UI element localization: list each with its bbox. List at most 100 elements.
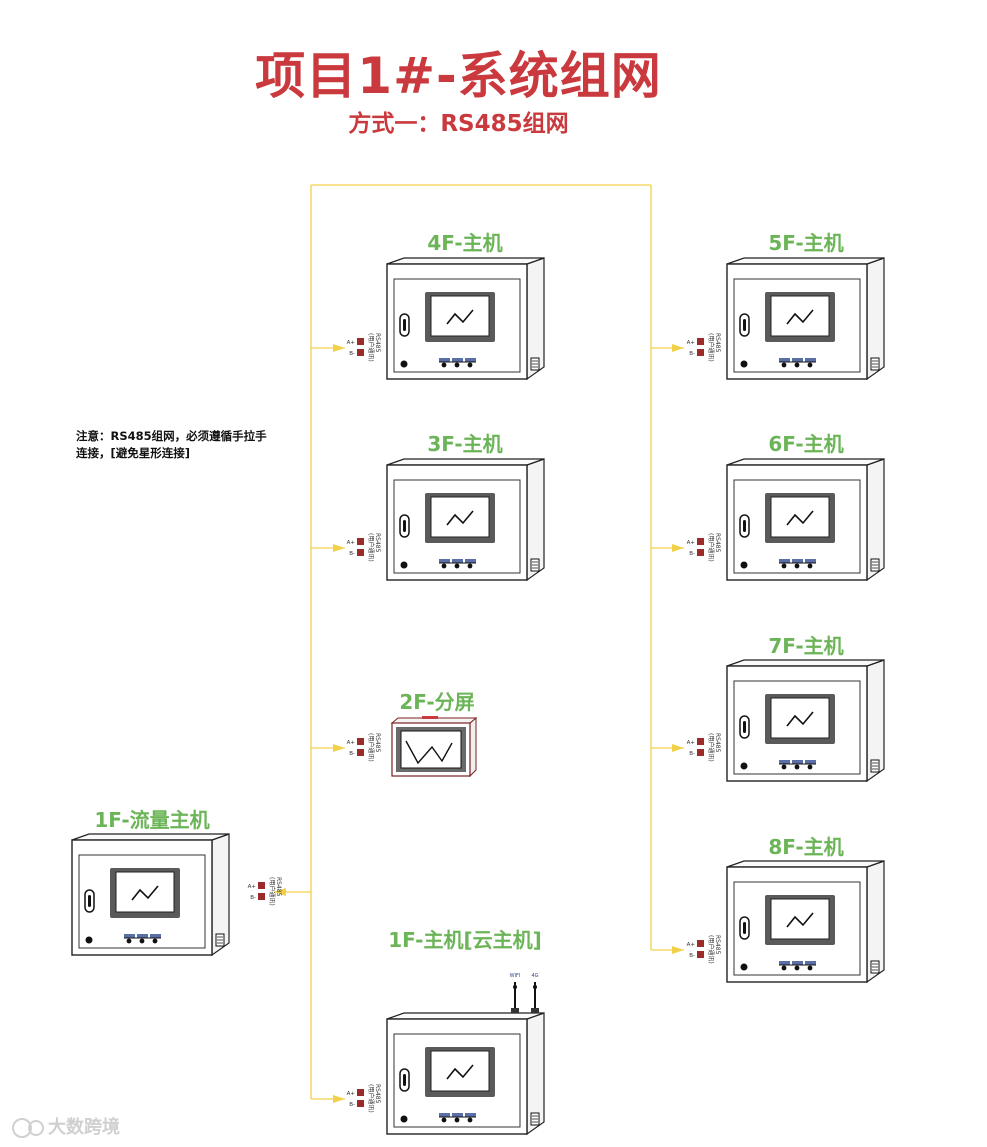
cabinet-1f-flow-vent-lines: [217, 936, 223, 944]
cabinet-4f-vent-lines: [532, 360, 538, 368]
port-6f-terminal-a: [697, 538, 704, 545]
cabinet-1f-cloud-indicator-2: [454, 1117, 460, 1123]
cabinet-3f-screen: [430, 496, 490, 538]
cabinet-4f-button-3: [465, 358, 476, 362]
cabinet-6f-indicator-1: [781, 563, 787, 569]
wiring-note: 注意：RS485组网，必须遵循手拉手连接，[避免星形连接]: [76, 429, 267, 460]
cabinet-7f: [726, 659, 885, 783]
port-5f-a-label: A+: [687, 340, 696, 346]
port-3f-terminal-b: [357, 549, 364, 556]
port-3f-comm-label: (用户通讯): [367, 533, 375, 562]
antenna-wifi-label: WIFI: [510, 973, 521, 979]
port-6f-b-label: B-: [689, 551, 695, 557]
port-2f-terminal-b: [357, 749, 364, 756]
cabinet-6f-button-2: [792, 559, 803, 563]
port-4f-terminal-a: [357, 338, 364, 345]
cabinet-6f: [726, 458, 885, 582]
cabinet-8f-button-1: [779, 961, 790, 965]
port-3f-a-label: A+: [347, 540, 356, 546]
port-2f-rs485-label: RS485: [374, 733, 381, 753]
port-1f-cloud-comm-label: (用户通讯): [367, 1084, 375, 1113]
cabinet-1f-flow-indicator-3: [152, 938, 158, 944]
cabinet-8f-door: [733, 881, 861, 976]
node-label-8f: 8F-主机: [768, 835, 844, 859]
cabinet-4f-top: [386, 257, 545, 265]
port-2f: A+B-(用户通讯)RS485: [347, 733, 381, 762]
port-4f-rs485-label: RS485: [374, 333, 381, 353]
cabinet-7f-indicator-2: [794, 764, 800, 770]
cabinet-3f-vent-lines: [532, 561, 538, 569]
cabinet-5f-indicator-2: [794, 362, 800, 368]
cabinet-5f-screen: [770, 295, 830, 337]
cabinet-4f-indicator-3: [467, 362, 473, 368]
split-screen-2f: [390, 716, 478, 778]
cabinet-1f-cloud-indicator-1: [441, 1117, 447, 1123]
branch-1f-cloud-arrow: [333, 1095, 345, 1103]
cabinet-1f-flow: [71, 833, 230, 957]
cabinet-5f: [726, 257, 885, 381]
cabinet-5f-vent-lines: [872, 360, 878, 368]
port-8f: A+B-(用户通讯)RS485: [687, 935, 721, 964]
cabinet-4f-handle-slot: [403, 319, 406, 331]
cabinet-5f-lock: [740, 360, 748, 368]
cabinet-8f-screen: [770, 898, 830, 940]
cabinet-3f-indicator-1: [441, 563, 447, 569]
port-8f-terminal-b: [697, 951, 704, 958]
cabinet-1f-flow-button-2: [137, 934, 148, 938]
port-1f-flow-comm-label: (用户通讯): [268, 877, 276, 906]
cabinet-6f-top: [726, 458, 885, 466]
cabinet-1f-flow-door: [78, 854, 206, 949]
cabinet-3f-screen-icon: [446, 510, 474, 526]
cabinet-6f-indicator-2: [794, 563, 800, 569]
port-3f-b-label: B-: [349, 551, 355, 557]
cabinet-4f-indicator-1: [441, 362, 447, 368]
cabinet-6f-indicator-3: [807, 563, 813, 569]
cabinet-8f-indicator-3: [807, 965, 813, 971]
cabinet-8f-button-3: [805, 961, 816, 965]
node-label-2f: 2F-分屏: [399, 690, 475, 714]
cabinet-1f-cloud-handle-slot: [403, 1074, 406, 1086]
watermark-logo-ring-2: [28, 1120, 44, 1136]
watermark: 大数跨境: [48, 1117, 120, 1138]
cabinet-3f-button-1: [439, 559, 450, 563]
cabinet-6f-button-1: [779, 559, 790, 563]
cabinet-4f-button-2: [452, 358, 463, 362]
cabinet-8f-screen-icon: [786, 912, 814, 928]
cabinet-6f-lock: [740, 561, 748, 569]
port-1f-flow-terminal-a: [258, 882, 265, 889]
cabinet-7f-top: [726, 659, 885, 667]
port-8f-a-label: A+: [687, 942, 696, 948]
cabinet-1f-cloud-indicator-3: [467, 1117, 473, 1123]
cabinet-5f-indicator-1: [781, 362, 787, 368]
split-screen-2f-screen-icon: [405, 740, 453, 765]
branch-3f-arrow: [333, 544, 345, 552]
cabinet-3f-indicator-3: [467, 563, 473, 569]
cabinet-5f-button-1: [779, 358, 790, 362]
cabinet-1f-cloud-button-1: [439, 1113, 450, 1117]
cabinet-5f-button-2: [792, 358, 803, 362]
node-label-5f: 5F-主机: [768, 231, 844, 255]
cabinet-3f-top: [386, 458, 545, 466]
port-5f-rs485-label: RS485: [714, 333, 721, 353]
cabinet-1f-flow-screen: [115, 871, 175, 913]
cabinet-5f-screen-icon: [786, 309, 814, 325]
cabinet-8f-handle-slot: [743, 922, 746, 934]
cabinet-3f-lock: [400, 561, 408, 569]
cabinet-1f-cloud-door: [393, 1033, 521, 1128]
antenna-4g-base: [531, 1008, 539, 1013]
cabinet-7f-door: [733, 680, 861, 775]
cabinet-4f: [386, 257, 545, 381]
port-5f-b-label: B-: [689, 351, 695, 357]
cabinet-7f-lock: [740, 762, 748, 770]
port-1f-flow-a-label: A+: [248, 884, 257, 890]
antenna-4g-tip: [533, 985, 537, 989]
node-label-3f: 3F-主机: [427, 432, 503, 456]
branch-2f-arrow: [333, 744, 345, 752]
port-1f-flow-terminal-b: [258, 893, 265, 900]
watermark-logo-ring: [12, 1118, 32, 1138]
cabinet-6f-door: [733, 479, 861, 574]
branch-7f-arrow: [672, 744, 684, 752]
port-1f-cloud-a-label: A+: [347, 1091, 356, 1097]
port-3f-terminal-a: [357, 538, 364, 545]
cabinet-7f-button-3: [805, 760, 816, 764]
